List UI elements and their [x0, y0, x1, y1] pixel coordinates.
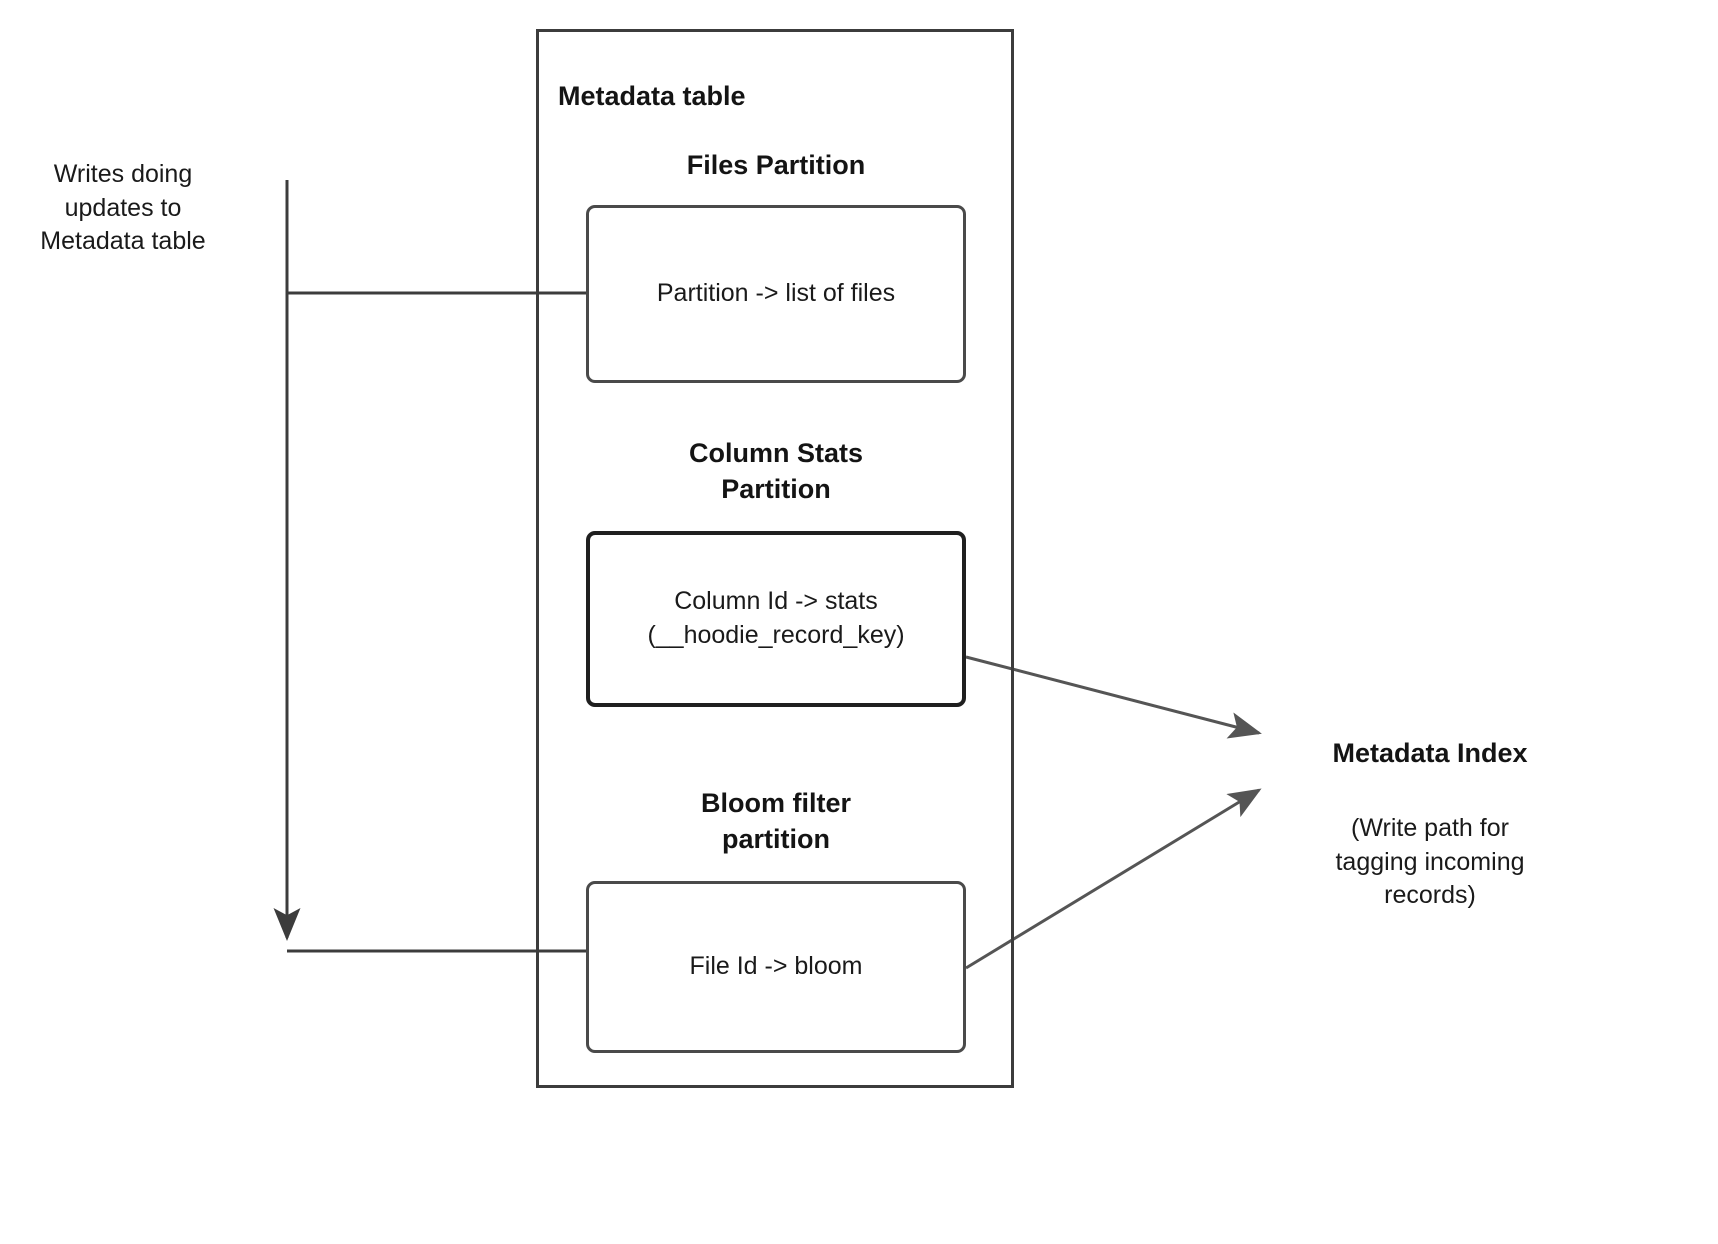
bloom-filter-partition-box-label: File Id -> bloom — [689, 952, 863, 981]
metadata-index-title: Metadata Index — [1332, 738, 1528, 768]
column-stats-partition-box-label: Column Id -> stats (__hoodie_record_key) — [647, 587, 905, 649]
bloom-filter-partition-heading: Bloom filter partition — [700, 788, 851, 854]
metadata-table-container — [536, 29, 1014, 1088]
column-stats-partition-heading: Column Stats Partition — [688, 438, 863, 504]
bloom-filter-partition-box[interactable]: File Id -> bloom — [586, 881, 966, 1053]
writes-annotation-label: Writes doing updates to Metadata table — [40, 160, 206, 255]
files-partition-heading: Files Partition — [686, 150, 866, 180]
files-partition-box[interactable]: Partition -> list of files — [586, 205, 966, 383]
metadata-table-title: Metadata table — [558, 81, 746, 111]
metadata-index-note: (Write path for tagging incoming records… — [1335, 814, 1525, 909]
files-partition-box-label: Partition -> list of files — [656, 279, 896, 308]
column-stats-partition-box[interactable]: Column Id -> stats (__hoodie_record_key) — [586, 531, 966, 707]
